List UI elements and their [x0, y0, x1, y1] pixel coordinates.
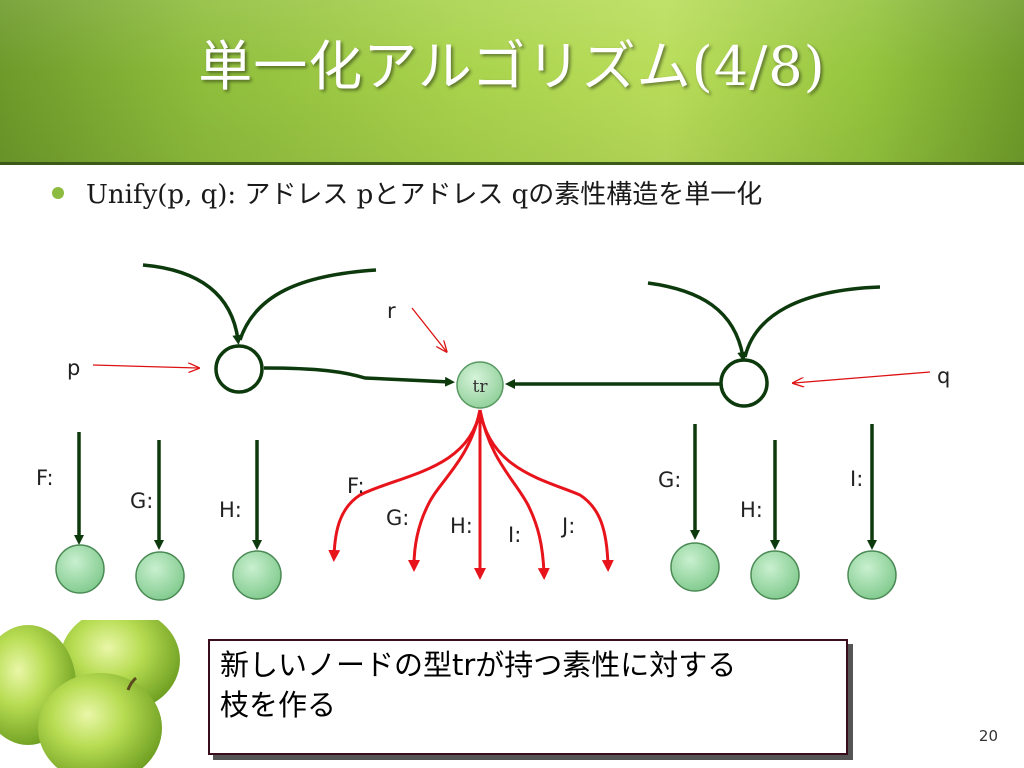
apple-stem-icon	[126, 676, 137, 691]
note-line-1: 新しいノードの型trが持つ素性に対する	[220, 648, 737, 682]
p-pointer-arrow	[92, 365, 198, 368]
q-pointer-arrow	[794, 371, 931, 383]
bullet-dot-icon	[52, 187, 64, 199]
r-pointer-arrow	[411, 307, 446, 351]
q-feature-g-label: G:	[658, 468, 681, 492]
q-node	[719, 358, 769, 408]
p-feature-g-node	[135, 551, 185, 601]
tr-branch-f-arrow	[328, 409, 482, 562]
r-label: r	[387, 299, 396, 323]
tr-branch-f-label: F:	[347, 474, 365, 498]
bullet-item: Unify(p, q): アドレス pとアドレス qの素性構造を単一化	[52, 174, 762, 211]
apples-image	[0, 620, 180, 768]
p-feature-f-label: F:	[36, 466, 54, 490]
q-feature-g-node	[670, 542, 720, 592]
p-feature-g-label: G:	[130, 489, 153, 513]
tr-branch-j-label: J:	[560, 514, 575, 538]
bullet-text: Unify(p, q): アドレス pとアドレス qの素性構造を単一化	[86, 180, 763, 210]
tr-node	[456, 361, 504, 409]
page-number: 20	[978, 727, 998, 745]
title-divider	[0, 162, 1024, 165]
q-feature-i-label: I:	[850, 467, 863, 491]
q-feature-i-node	[847, 550, 897, 600]
incoming-arrow-p-left	[142, 263, 243, 345]
p-feature-f-node	[55, 544, 105, 594]
tr-branch-g-arrow	[408, 409, 482, 572]
tr-node-label: tr	[473, 377, 489, 397]
p-feature-h-label: H:	[219, 498, 242, 522]
apple-front-icon	[38, 673, 162, 768]
p-to-tr-arrow	[263, 366, 455, 387]
incoming-arrow-q-right	[743, 285, 881, 358]
q-label: q	[937, 364, 950, 388]
p-node	[214, 344, 264, 394]
tr-branch-i-arrow	[478, 409, 550, 580]
tr-branch-g-label: G:	[386, 506, 409, 530]
incoming-arrow-p-right	[238, 268, 377, 341]
incoming-arrow-q-left	[647, 281, 748, 362]
note-box: 新しいノードの型trが持つ素性に対する 枝を作る	[208, 639, 848, 755]
title-banner	[0, 0, 1024, 162]
slide-title: 単一化アルゴリズム(4/8)	[198, 35, 826, 98]
p-feature-h-node	[232, 550, 282, 600]
tr-branch-j-arrow	[478, 409, 614, 572]
note-line-2: 枝を作る	[220, 688, 337, 722]
tr-branch-h-label: H:	[450, 514, 473, 538]
tr-branch-i-label: I:	[508, 523, 521, 547]
q-feature-h-label: H:	[740, 498, 763, 522]
p-label: p	[67, 356, 80, 380]
q-feature-h-node	[750, 550, 800, 600]
